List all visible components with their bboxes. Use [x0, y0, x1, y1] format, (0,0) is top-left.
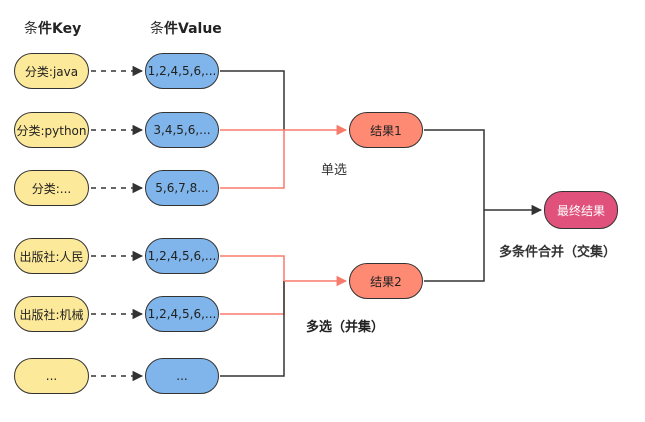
result-node-2: 结果2 — [349, 263, 423, 299]
group2-connectors — [220, 255, 348, 377]
multi-condition-merge-label: 多条件合并（交集） — [499, 245, 617, 260]
key-value-dashed-arrows — [91, 65, 144, 382]
key-column-header: 条件Key — [24, 21, 82, 37]
key-node-category-python: 分类:python — [14, 112, 89, 148]
key-node-category-java: 分类:java — [14, 53, 89, 89]
group1-connectors — [220, 70, 348, 189]
value-node-5: 1,2,4,5,6,... — [145, 296, 219, 332]
value-node-2: 3,4,5,6,... — [145, 112, 219, 148]
value-node-4: 1,2,4,5,6,... — [145, 238, 219, 274]
key-node-category-more: 分类:... — [14, 170, 89, 206]
value-node-6: ... — [145, 358, 219, 394]
key-node-publisher-jixie: 出版社:机械 — [14, 296, 89, 332]
multi-select-label: 多选（并集） — [306, 320, 385, 335]
single-select-label: 单选 — [321, 163, 348, 178]
value-node-3: 5,6,7,8... — [145, 170, 219, 206]
value-node-1: 1,2,4,5,6,... — [145, 53, 219, 89]
result-merge-connectors — [424, 129, 543, 282]
key-node-ellipsis: ... — [14, 358, 89, 394]
final-result-node: 最终结果 — [544, 191, 618, 229]
result-node-1: 结果1 — [349, 112, 423, 148]
value-column-header: 条件Value — [150, 21, 222, 37]
key-node-publisher-renmin: 出版社:人民 — [14, 238, 89, 274]
